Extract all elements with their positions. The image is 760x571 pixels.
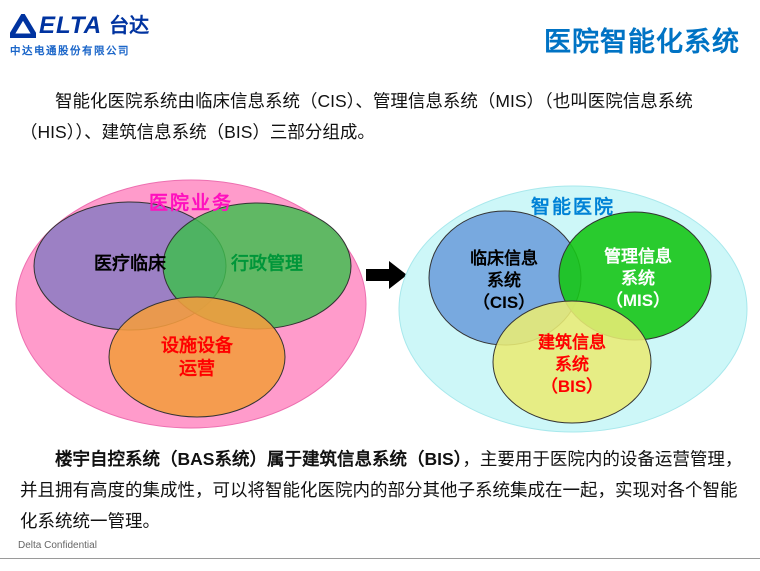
venn-title-hospital-business: 医院业务 (148, 193, 233, 214)
circle-label-mis: 管理信息 系统 （MIS） (604, 246, 672, 311)
circle-label-cis: 临床信息 系统 （CIS） (470, 248, 538, 313)
transform-arrow-icon (366, 261, 407, 289)
footer-divider (0, 558, 760, 559)
brand-cn-text: 台达 (109, 15, 150, 37)
venn-smart-hospital: 智能医院 临床信息 系统 （CIS） 管理信息 系统 （MIS） 建筑信息 系统… (398, 184, 748, 434)
circle-label-facility-operations: 设施设备 运营 (161, 335, 233, 379)
body-paragraph-rest: ，主要用于医院内的设备运营管理，并且拥有高度的集成性，可以将智能化医院内的部分其… (20, 449, 743, 531)
circle-label-medical-clinical: 医疗临床 (94, 253, 166, 274)
circle-label-bis: 建筑信息 系统 （BIS） (538, 332, 606, 397)
brand-text: ELTA (39, 12, 103, 39)
confidential-note: Delta Confidential (18, 540, 97, 551)
venn-title-smart-hospital: 智能医院 (530, 197, 615, 218)
circle-label-admin-management: 行政管理 (231, 253, 303, 274)
venn-smart-hospital-shapes (398, 185, 748, 433)
body-paragraph: 楼宇自控系统（BAS系统）属于建筑信息系统（BIS），主要用于医院内的设备运营管… (20, 444, 744, 537)
delta-logo-row: ELTA 台达 (10, 14, 149, 38)
company-name: 中达电通股份有限公司 (10, 45, 130, 57)
delta-logo: ELTA 台达 中达电通股份有限公司 (10, 14, 149, 58)
body-paragraph-bold: 楼宇自控系统（BAS系统）属于建筑信息系统（BIS） (55, 449, 463, 469)
venn-hospital-business: 医院业务 医疗临床 行政管理 设施设备 运营 (14, 178, 368, 430)
intro-paragraph: 智能化医院系统由临床信息系统（CIS）、管理信息系统（MIS）（也叫医院信息系统… (20, 91, 693, 142)
page-title: 医院智能化系统 (544, 27, 740, 57)
venn-hospital-business-shapes (15, 179, 367, 429)
delta-triangle-icon (10, 14, 36, 38)
